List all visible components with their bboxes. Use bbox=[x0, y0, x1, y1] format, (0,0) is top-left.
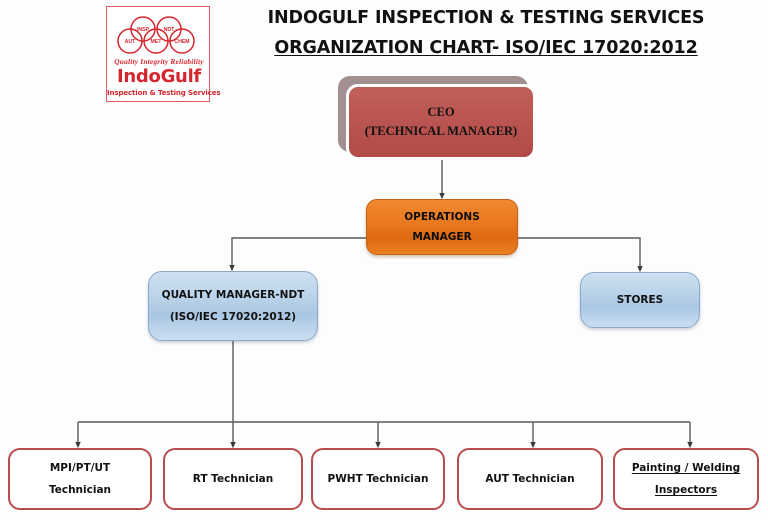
node-pwht-technician[interactable]: PWHT Technician bbox=[311, 448, 445, 510]
node-ceo-line1: CEO bbox=[427, 105, 455, 119]
node-t4-line1: AUT Technician bbox=[485, 473, 575, 485]
logo-wordmark: IndoGulf bbox=[117, 66, 201, 87]
node-t5-line2: Inspectors bbox=[654, 484, 718, 496]
page-subtitle: ORGANIZATION CHART- ISO/IEC 17020:2012 bbox=[216, 38, 756, 58]
ring-label-ndt: NDT bbox=[164, 27, 175, 33]
page-subtitle-text: ORGANIZATION CHART- ISO/IEC 17020:2012 bbox=[274, 38, 698, 58]
node-mpi-pt-ut-technician[interactable]: MPI/PT/UT Technician bbox=[8, 448, 152, 510]
company-logo: INSP NDT AUT MET CHEM Quality Integrity … bbox=[106, 6, 221, 102]
node-stores[interactable]: STORES bbox=[580, 272, 700, 328]
node-ops-line2: MANAGER bbox=[412, 231, 472, 243]
node-t1-line1: MPI/PT/UT bbox=[49, 462, 111, 474]
node-qm-line1: QUALITY MANAGER-NDT bbox=[161, 289, 305, 301]
node-operations-manager[interactable]: OPERATIONS MANAGER bbox=[366, 199, 518, 255]
node-quality-manager-ndt[interactable]: QUALITY MANAGER-NDT (ISO/IEC 17020:2012) bbox=[148, 271, 318, 341]
node-t3-line1: PWHT Technician bbox=[327, 473, 429, 485]
ring-label-aut: AUT bbox=[125, 39, 136, 45]
node-ceo-line2: (TECHNICAL MANAGER) bbox=[364, 124, 518, 138]
edge-ops-qm bbox=[229, 237, 366, 272]
node-rt-technician[interactable]: RT Technician bbox=[163, 448, 303, 510]
ring-label-insp: INSP bbox=[137, 27, 150, 33]
olympic-rings-icon: INSP NDT AUT MET CHEM bbox=[117, 16, 195, 54]
node-stores-line1: STORES bbox=[616, 294, 664, 306]
node-aut-technician[interactable]: AUT Technician bbox=[457, 448, 603, 510]
node-ops-line1: OPERATIONS bbox=[404, 211, 480, 223]
node-ceo[interactable]: CEO (TECHNICAL MANAGER) bbox=[346, 84, 536, 160]
page-title: INDOGULF INSPECTION & TESTING SERVICES bbox=[267, 8, 705, 28]
node-t2-line1: RT Technician bbox=[192, 473, 274, 485]
node-qm-line2: (ISO/IEC 17020:2012) bbox=[169, 311, 297, 323]
ring-label-met: MET bbox=[151, 39, 163, 45]
node-t5-line1: Painting / Welding bbox=[631, 462, 741, 474]
ring-label-chem: CHEM bbox=[174, 39, 189, 45]
node-t1-line2: Technician bbox=[48, 484, 112, 496]
logo-script-text: Quality Integrity Reliability bbox=[114, 57, 204, 66]
logo-tagline: Inspection & Testing Services bbox=[107, 89, 221, 97]
edge-ops-stores bbox=[518, 237, 643, 273]
node-painting-welding-inspectors[interactable]: Painting / Welding Inspectors bbox=[613, 448, 759, 510]
